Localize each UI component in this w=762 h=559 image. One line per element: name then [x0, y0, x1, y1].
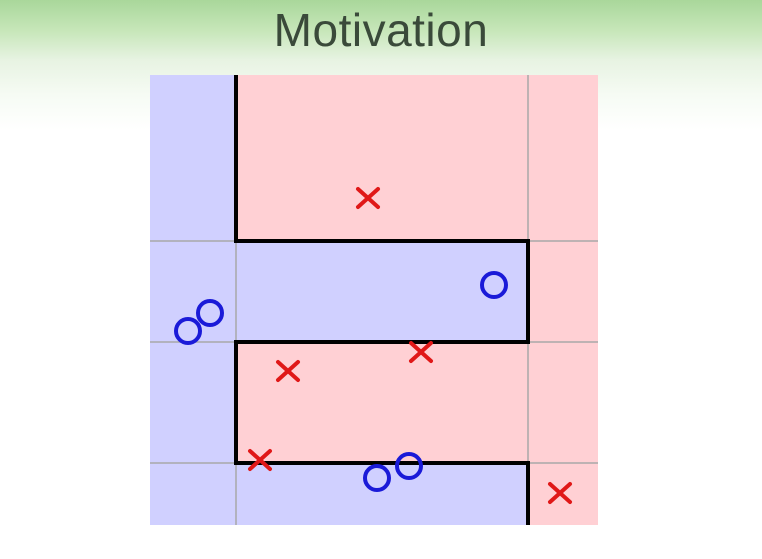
cross-marker	[276, 360, 300, 382]
red-region-right	[528, 75, 598, 525]
circle-marker	[196, 299, 224, 327]
blue-region-bottom	[236, 463, 528, 525]
circle-marker	[480, 271, 508, 299]
slide-title: Motivation	[273, 4, 489, 56]
circle-markers	[174, 271, 508, 492]
blue-region-middle	[236, 241, 528, 342]
cross-marker	[356, 187, 380, 209]
cross-marker	[548, 482, 572, 504]
red-region-lower	[236, 342, 528, 463]
regions	[150, 75, 598, 525]
cross-marker	[409, 341, 433, 363]
cross-marker	[248, 449, 272, 471]
blue-region-left	[150, 75, 236, 525]
circle-marker	[395, 452, 423, 480]
circle-marker	[363, 464, 391, 492]
red-region-top	[236, 75, 528, 241]
circle-marker	[174, 317, 202, 345]
cross-markers	[248, 187, 572, 504]
decision-boundary	[234, 75, 530, 525]
